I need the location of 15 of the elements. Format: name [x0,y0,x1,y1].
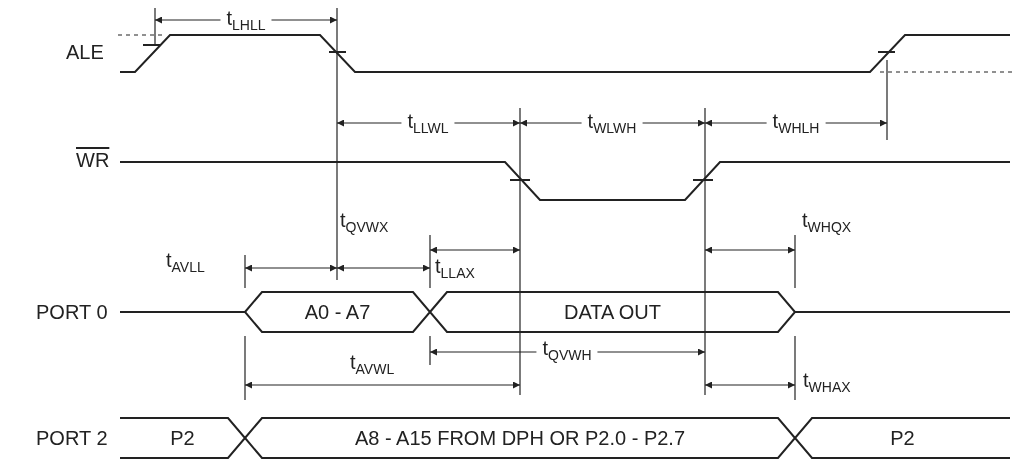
timing-label: t$_{QVWX}$ [340,210,389,234]
bus-segment: A0 - A7 [245,292,430,332]
timing-label: t$_{AVWL}$ [350,352,395,376]
bus-segment: P2 [120,418,245,458]
signal-name: ALE [66,42,104,62]
timing-label: t$_{AVLL}$ [166,250,205,274]
bus-segment: P2 [795,418,1010,458]
timing-label: t$_{LLAX}$ [435,256,475,280]
bus-segment: A8 - A15 FROM DPH OR P2.0 - P2.7 [245,418,795,458]
bus-segment: DATA OUT [430,292,795,332]
signal-name: WR [76,150,110,170]
timing-label: t$_{WHQX}$ [802,210,852,234]
signal-name: PORT 2 [36,428,108,448]
timing-label: t$_{WHAX}$ [803,370,851,394]
signal-name: PORT 0 [36,302,108,322]
